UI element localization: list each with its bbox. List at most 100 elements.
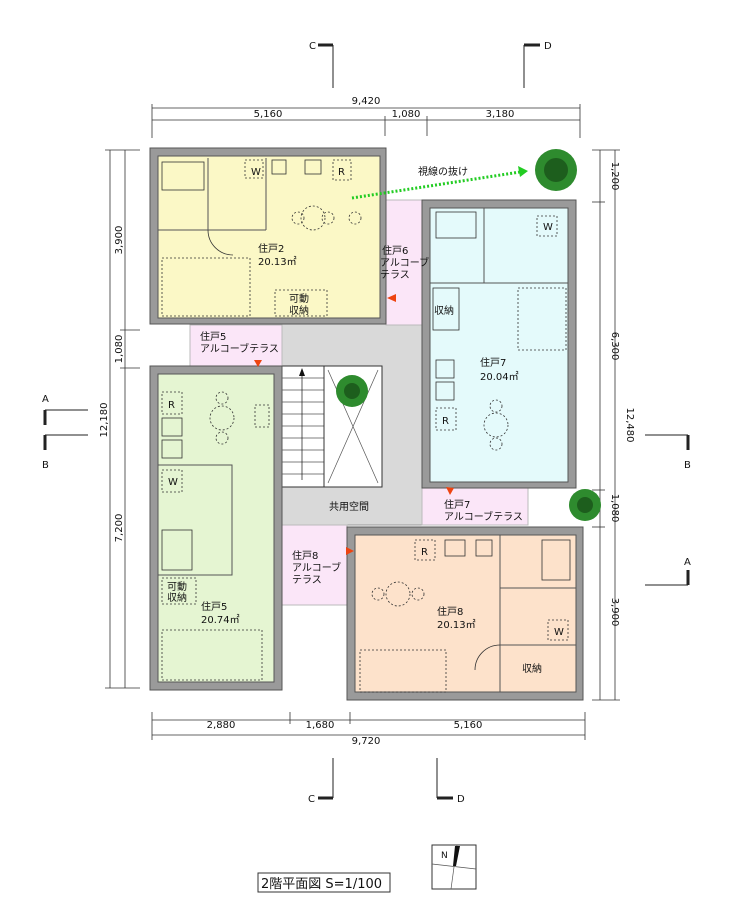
stove-icon — [271, 159, 287, 175]
section-c-top: C — [309, 41, 316, 52]
fridge-icon — [332, 159, 352, 181]
drawing-title: 2階平面図 S=1/100 — [261, 877, 382, 892]
unit-8 — [346, 526, 584, 701]
movable-storage — [161, 577, 197, 605]
section-a-left: A — [42, 394, 49, 405]
unit5-movable-storage-2: 収納 — [167, 591, 187, 604]
sightline-arrowhead-icon — [518, 166, 528, 177]
fridge-icon — [435, 407, 457, 431]
unit8-area: 20.13㎡ — [437, 619, 476, 631]
sink-icon — [304, 159, 322, 175]
unit2-area: 20.13㎡ — [258, 256, 297, 268]
dim-right-4: 3,900 — [609, 598, 620, 627]
unit8-fridge-label: R — [421, 547, 428, 558]
tree-icon — [336, 375, 368, 407]
alcove8-line1: 住戸8 — [292, 549, 318, 562]
washer-icon — [536, 215, 558, 237]
storage-closet — [432, 287, 460, 331]
stove-icon — [161, 439, 183, 459]
washer-icon — [244, 159, 264, 179]
dim-bottom-total: 9,720 — [352, 736, 381, 747]
dim-right-2: 6,300 — [609, 332, 620, 361]
entrance-arrow-icon — [346, 547, 354, 555]
dim-left-total: 12,180 — [99, 403, 110, 438]
tree-icon — [569, 489, 601, 521]
tree-icon — [535, 149, 577, 191]
unit-2 — [149, 147, 387, 325]
fridge-icon — [414, 539, 436, 561]
alcove5-line2: アルコーブテラス — [200, 342, 279, 355]
dim-top-2: 1,080 — [392, 109, 421, 120]
unit5-name: 住戸5 — [201, 600, 227, 613]
entrance-arrow-icon — [387, 294, 396, 302]
entrance-arrow-icon — [446, 487, 454, 495]
staircase — [281, 365, 328, 488]
alcove6-line1: 住戸6 — [382, 244, 408, 257]
north-compass-icon — [431, 844, 477, 890]
unit7-washer-label: W — [543, 222, 553, 233]
unit8-storage-label: 収納 — [522, 662, 542, 675]
stove-icon — [475, 539, 493, 557]
alcove7-line2: アルコーブテラス — [444, 510, 523, 523]
unit7-name: 住戸7 — [480, 356, 506, 369]
dim-right-total: 12,480 — [624, 408, 635, 443]
section-markers — [43, 43, 690, 800]
dim-top-1: 5,160 — [254, 109, 283, 120]
sink-icon — [435, 359, 455, 379]
dim-left-3: 7,200 — [114, 514, 125, 543]
entrance-arrows — [254, 294, 454, 555]
unit2-washer-label: W — [251, 167, 261, 178]
section-a-right: A — [684, 557, 691, 568]
section-c-bottom: C — [308, 794, 315, 805]
dim-bottom-1: 2,880 — [207, 720, 236, 731]
dim-bottom-3: 5,160 — [454, 720, 483, 731]
movable-storage — [274, 289, 328, 317]
table-icon — [209, 405, 235, 431]
desk-outline — [254, 404, 270, 428]
unit5-area: 20.74㎡ — [201, 614, 240, 626]
dim-left-1: 3,900 — [114, 226, 125, 255]
bed-outline — [517, 287, 567, 351]
bathtub-icon — [541, 539, 571, 581]
title-box — [257, 872, 391, 893]
bathtub-icon — [161, 161, 205, 191]
unit8-washer-label: W — [554, 627, 564, 638]
alcove8-line3: テラス — [292, 574, 322, 586]
unit2-fridge-label: R — [338, 167, 345, 178]
sink-icon — [161, 417, 183, 437]
washer-icon — [547, 619, 569, 641]
sightline-label: 視線の抜け — [418, 165, 468, 178]
unit5-movable-storage-1: 可動 — [167, 580, 187, 593]
unit5-washer-label: W — [168, 477, 178, 488]
dim-bottom-2: 1,680 — [306, 720, 335, 731]
alcove7-line1: 住戸7 — [444, 498, 470, 511]
unit-7 — [421, 199, 577, 489]
table-icon — [300, 205, 326, 231]
dimension-lines — [105, 104, 620, 740]
table-icon — [385, 581, 411, 607]
stove-icon — [435, 381, 455, 401]
bed-outline — [161, 257, 251, 317]
washer-icon — [161, 469, 183, 493]
north-label: N — [441, 851, 448, 861]
dim-right-3: 1,080 — [609, 494, 620, 523]
table-icon — [483, 412, 509, 438]
unit2-name: 住戸2 — [258, 242, 284, 255]
dim-top-total: 9,420 — [352, 96, 381, 107]
section-b-right: B — [684, 460, 691, 471]
unit8-name: 住戸8 — [437, 605, 463, 618]
bed-outline — [161, 629, 263, 681]
alcove-unit8 — [281, 524, 348, 606]
dim-right-1: 1,200 — [609, 162, 620, 191]
entrance-arrow-icon — [254, 360, 262, 367]
dim-top-3: 3,180 — [486, 109, 515, 120]
alcove-unit6 — [385, 199, 423, 326]
unit2-movable-storage-1: 可動 — [289, 292, 309, 305]
alcove-unit7 — [421, 484, 529, 526]
unit5-fridge-label: R — [168, 400, 175, 411]
unit7-area: 20.04㎡ — [480, 371, 519, 383]
bathtub-icon — [161, 529, 193, 571]
alcove5-line1: 住戸5 — [200, 330, 226, 343]
sightline-arrow — [351, 170, 521, 200]
